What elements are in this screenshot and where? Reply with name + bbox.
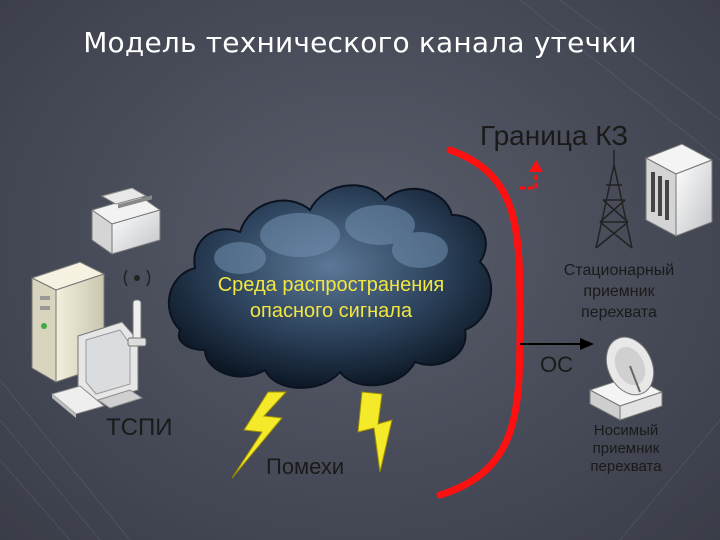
source-label: ТСПИ: [106, 414, 173, 441]
interference-label: Помехи: [266, 454, 345, 479]
protected-zone-boundary: [436, 146, 524, 499]
boundary-arrow: [520, 172, 538, 190]
portable-receiver-line1: Носимый: [593, 422, 659, 439]
stationary-receiver-line3: перехвата: [581, 304, 657, 321]
stationary-receiver-line1: Стационарный: [563, 262, 675, 279]
lightning-icon: [357, 391, 393, 473]
stationary-receiver-line2: приемник: [583, 283, 655, 300]
cloud-label-line1: Среда распространения: [217, 274, 445, 296]
keyboard-icon: [50, 385, 106, 418]
portable-receiver-line3: перехвата: [590, 458, 662, 475]
server-building-icon: [644, 143, 714, 237]
slide-title: Модель технического канала утечки: [83, 26, 637, 59]
portable-receiver-line2: приемник: [592, 440, 660, 457]
signal-medium-cloud: [167, 184, 493, 389]
boundary-label: Граница КЗ: [480, 120, 629, 151]
printer-icon: [90, 187, 162, 255]
radio-tower-icon: [595, 150, 633, 249]
arrow-up-icon: [529, 160, 543, 172]
monitor-icon: [77, 321, 144, 409]
antenna-icon: [123, 269, 151, 347]
cloud-label-line2: опасного сигнала: [249, 300, 413, 322]
lightning-icon: [231, 391, 288, 479]
os-label: ОС: [540, 352, 573, 377]
satellite-dish-icon: [588, 336, 664, 421]
